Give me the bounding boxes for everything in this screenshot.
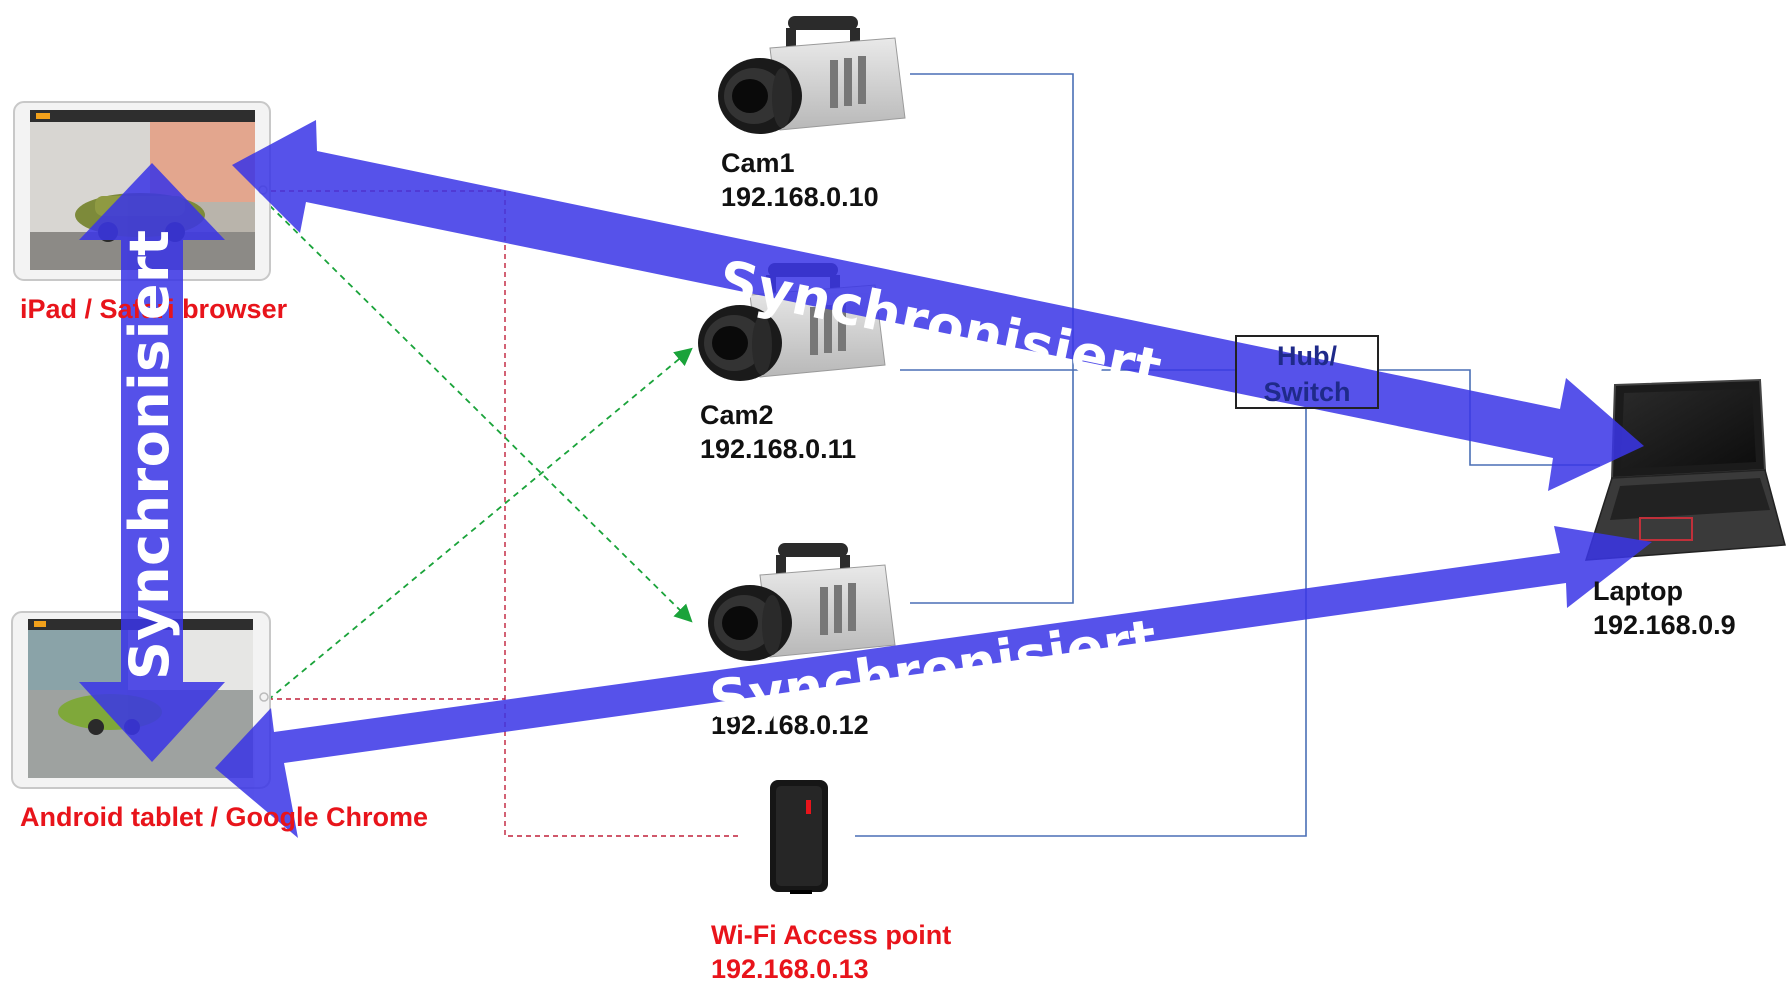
sync-arrow-tablets: [79, 163, 225, 762]
cam2-name: Cam2: [700, 400, 774, 430]
android-label: Android tablet / Google Chrome: [20, 802, 429, 832]
ipad-to-cam3-stream: [261, 197, 693, 623]
android-to-cam2-stream: [267, 347, 693, 701]
sync-arrows: [79, 120, 1652, 838]
wifi-label: Wi-Fi Access point 192.168.0.13: [711, 918, 951, 986]
laptop-label: Laptop 192.168.0.9: [1593, 574, 1736, 642]
cam3-wire: [910, 370, 1074, 604]
sync-label-tablets: Synchronisiert: [118, 229, 181, 680]
wifi-name: Wi-Fi Access point: [711, 920, 952, 950]
cam1-ip: 192.168.0.10: [721, 182, 879, 212]
cam1-label: Cam1 192.168.0.10: [721, 146, 879, 214]
hub-switch-box: Hub/ Switch: [1235, 335, 1379, 409]
router-icon: [770, 780, 828, 894]
sync-arrow-ipad-laptop: [232, 120, 1644, 491]
ipad-label: iPad / Safari browser: [20, 294, 288, 324]
hub-line2: Switch: [1263, 377, 1351, 407]
laptop-icon: [1584, 378, 1786, 561]
cam3-camera-icon: [708, 543, 896, 661]
cam1-camera-icon: [718, 16, 906, 134]
sync-arrow-android-laptop: [215, 526, 1652, 838]
cam1-name: Cam1: [721, 148, 795, 178]
laptop-ip: 192.168.0.9: [1593, 610, 1736, 640]
cam2-ip: 192.168.0.11: [700, 434, 857, 464]
cam2-label: Cam2 192.168.0.11: [700, 398, 856, 466]
wifi-wire: [855, 409, 1307, 837]
stream-links: [261, 197, 693, 701]
laptop-name: Laptop: [1593, 576, 1683, 606]
hub-line1: Hub/: [1277, 341, 1337, 371]
wired-connections: [855, 73, 1600, 837]
wifi-ip: 192.168.0.13: [711, 954, 869, 984]
cam3-ip: 192.168.0.12: [711, 710, 869, 740]
cam1-wire: [910, 73, 1074, 370]
